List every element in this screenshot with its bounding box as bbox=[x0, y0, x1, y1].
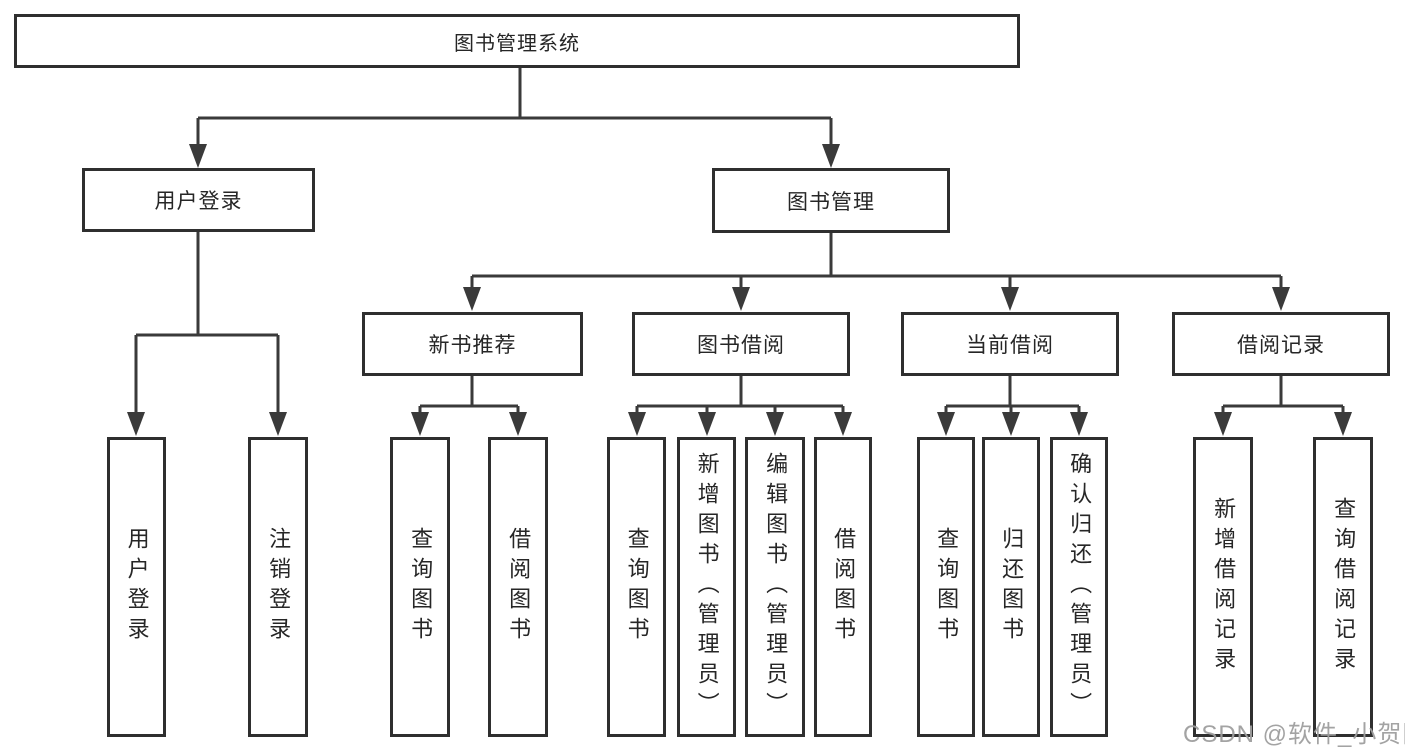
node-borrow-books-1: 借阅图书 bbox=[488, 437, 548, 737]
node-query-books-2: 查询图书 bbox=[607, 437, 666, 737]
node-query-borrow-record: 查询借阅记录 bbox=[1313, 437, 1373, 737]
node-new-book-recommendation: 新书推荐 bbox=[362, 312, 583, 376]
node-query-books-3: 查询图书 bbox=[917, 437, 975, 737]
node-query-books-1: 查询图书 bbox=[390, 437, 450, 737]
node-book-management: 图书管理 bbox=[712, 168, 950, 233]
node-add-borrow-record: 新增借阅记录 bbox=[1193, 437, 1253, 737]
node-edit-books-admin: 编辑图书（管理员） bbox=[745, 437, 805, 737]
node-logout-action: 注销登录 bbox=[248, 437, 308, 737]
node-add-books-admin: 新增图书（管理员） bbox=[677, 437, 736, 737]
node-current-borrowing: 当前借阅 bbox=[901, 312, 1119, 376]
node-user-login-action: 用户登录 bbox=[107, 437, 166, 737]
node-borrow-books-2: 借阅图书 bbox=[814, 437, 872, 737]
node-confirm-return-admin: 确认归还（管理员） bbox=[1050, 437, 1108, 737]
node-user-login: 用户登录 bbox=[82, 168, 315, 232]
node-library-management-system: 图书管理系统 bbox=[14, 14, 1020, 68]
node-return-books: 归还图书 bbox=[982, 437, 1040, 737]
node-book-borrowing: 图书借阅 bbox=[632, 312, 850, 376]
arrowheads bbox=[127, 144, 1352, 436]
watermark-text: CSDN @软件_小贺同学 bbox=[1183, 721, 1405, 747]
node-borrowing-records: 借阅记录 bbox=[1172, 312, 1390, 376]
